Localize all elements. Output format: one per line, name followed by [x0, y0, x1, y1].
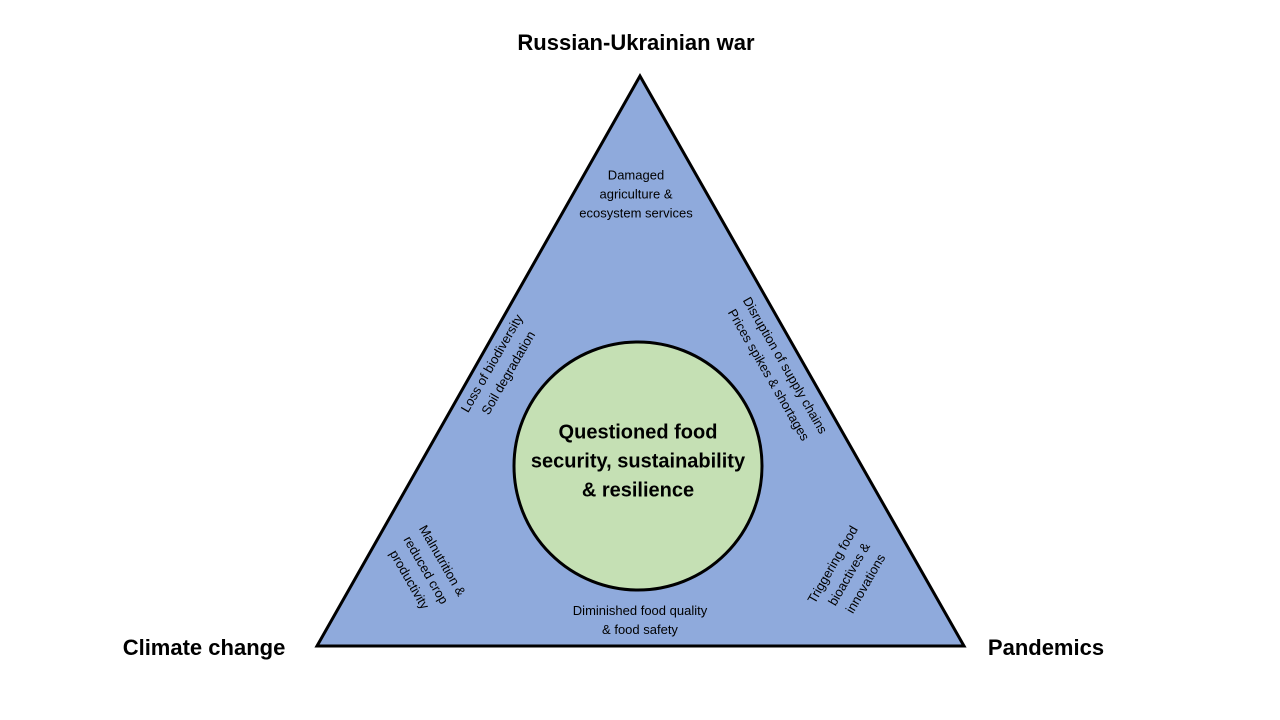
- effect-bottom: Diminished food quality & food safety: [573, 601, 707, 639]
- effect-top-line: Damaged: [607, 167, 665, 183]
- effect-top-line: ecosystem services: [579, 205, 693, 221]
- vertex-label-top: Russian-Ukrainian war: [517, 30, 755, 55]
- center-statement-line: Questioned food: [558, 421, 718, 444]
- center-statement-line: security, sustainability: [530, 450, 746, 473]
- center-circle: [512, 340, 764, 592]
- effect-bottom-line: Diminished food quality: [572, 603, 708, 618]
- vertex-label-left: Climate change: [122, 635, 286, 660]
- vertex-label-right: Pandemics: [987, 635, 1105, 660]
- center-statement: Questioned food security, sustainability…: [513, 419, 763, 506]
- effect-bottom-line: & food safety: [602, 622, 678, 637]
- effect-top-line: agriculture &: [599, 186, 673, 202]
- effect-top: Damaged agriculture & ecosystem services: [579, 166, 692, 223]
- center-statement-line: & resilience: [581, 479, 695, 502]
